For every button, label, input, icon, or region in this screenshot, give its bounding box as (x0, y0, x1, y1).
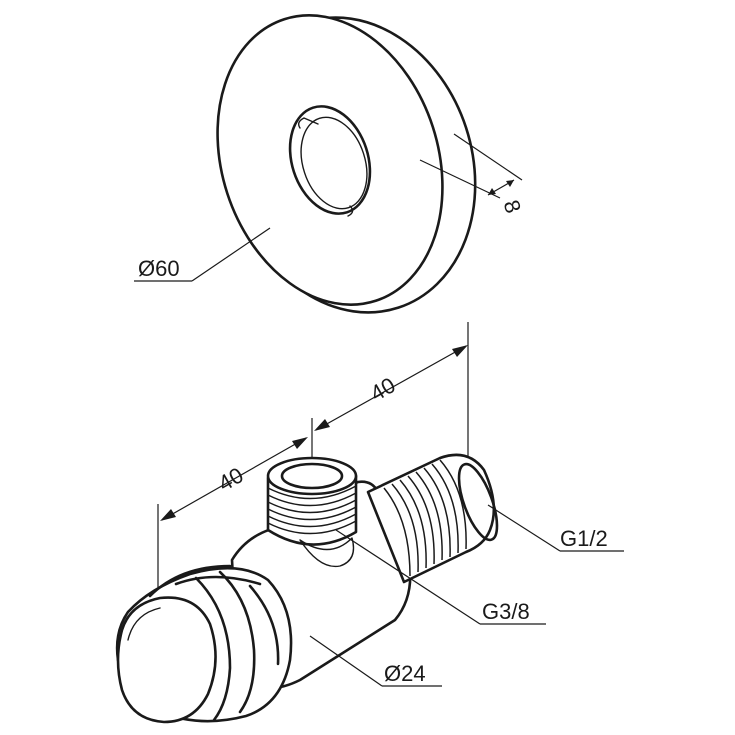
rosette-diameter-label: Ø60 (138, 256, 180, 281)
thread-outlet-label: G3/8 (482, 599, 530, 624)
body-diameter-label: Ø24 (384, 661, 426, 686)
valve-body (115, 453, 499, 724)
dimension-inlet-label: 40 (366, 372, 400, 406)
dimension-outlet-label: 40 (214, 462, 248, 496)
rosette-thickness-label: 8 (499, 197, 527, 216)
rosette-thickness-dimension (419, 133, 523, 199)
rosette (216, 14, 477, 314)
thread-inlet-label: G1/2 (560, 526, 608, 551)
rosette-diameter-leader (134, 227, 271, 282)
thread-leaders (309, 504, 624, 687)
